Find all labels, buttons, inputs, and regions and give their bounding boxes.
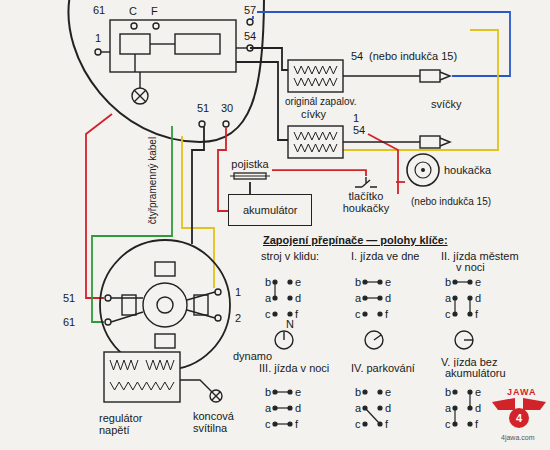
contact-letter: a (444, 402, 452, 414)
part-label: regulátor napětí (98, 412, 164, 436)
terminal-number: 1 (352, 112, 360, 124)
switch-contacts (273, 280, 472, 426)
contact-letter: f (384, 308, 389, 320)
part-label: I. jízda ve dne (350, 250, 421, 262)
voltage-regulator (104, 352, 222, 402)
button-symbol (353, 176, 379, 190)
terminal-number: 1 (94, 32, 102, 44)
watermark: 4jawa.com (500, 434, 535, 442)
contact-letter: e (474, 386, 482, 398)
headlight-housing (68, 0, 264, 142)
contact-letter: f (384, 418, 389, 430)
contact-letter: f (474, 418, 479, 430)
horn: houkačka (405, 152, 491, 188)
terminal-number: 2 (234, 312, 242, 324)
logo-text: JAWA (506, 388, 538, 398)
contact-letter: d (384, 402, 392, 414)
part-label: dynamo (232, 350, 273, 362)
terminal-number: 54 (350, 50, 364, 62)
jawa-logo (492, 398, 546, 428)
key-dials (275, 331, 473, 349)
terminal-number: 54 (243, 30, 257, 42)
contact-letter: e (474, 276, 482, 288)
fuse-symbol (230, 170, 270, 182)
terminal-number: 61 (92, 4, 106, 16)
part-label: akumulátor (243, 204, 297, 216)
contact-letter: f (474, 308, 479, 320)
cable-label: čtyřpramenný kabel (147, 135, 158, 224)
section-heading: Zapojení přepínače — polohy klíče: (262, 234, 449, 246)
part-label: tlačítko houkačky (336, 190, 396, 214)
contact-letter: e (294, 276, 302, 288)
terminal-number: 57 (243, 4, 257, 16)
contact-letter: a (354, 292, 362, 304)
wire-connector (272, 170, 366, 176)
contact-letter: b (444, 276, 452, 288)
part-label: pojistka (231, 158, 268, 170)
terminal-number: 54 (352, 124, 366, 136)
fuse: pojistka (228, 158, 272, 182)
horn-button: tlačítko houkačky (336, 176, 396, 214)
part-label: III. jízda v noci (258, 362, 330, 374)
part-label: originál zapalov. (284, 96, 358, 107)
contact-letter: b (264, 276, 272, 288)
part-label: akumulátoru (444, 367, 507, 379)
terminal-number: 30 (220, 102, 234, 114)
contact-letter: a (264, 402, 272, 414)
terminal-number: 51 (62, 292, 76, 304)
contact-letter: d (294, 402, 302, 414)
contact-letter: a (264, 292, 272, 304)
terminal-number: 1 (234, 286, 242, 298)
part-label: stroj v klidu: (260, 250, 320, 262)
contact-letter: b (264, 386, 272, 398)
contact-letter: c (444, 308, 452, 320)
contact-letter: c (444, 418, 452, 430)
ignition-coils (288, 60, 420, 158)
part-label: v noci (455, 261, 486, 273)
part-label: koncová svítilna (192, 410, 254, 434)
contact-letter: c (264, 418, 272, 430)
cable-wires (86, 12, 510, 322)
terminal-number: 61 (62, 316, 76, 328)
terminal-letter: F (150, 5, 159, 17)
horn-symbol (405, 152, 441, 188)
part-label: cívky (300, 108, 327, 120)
logo-number: 4 (515, 412, 523, 424)
terminal-letter: C (128, 5, 138, 17)
contact-letter: d (384, 292, 392, 304)
terminal-number: 51 (196, 102, 210, 114)
part-label: (nebo indukča 15) (368, 50, 458, 62)
contact-letter: b (354, 386, 362, 398)
contact-letter: a (354, 402, 362, 414)
contact-letter: e (294, 386, 302, 398)
contact-letter: e (384, 386, 392, 398)
contact-letter: a (444, 292, 452, 304)
battery-box: akumulátor (228, 194, 312, 226)
wire-connector (249, 182, 251, 194)
contact-letter: d (294, 292, 302, 304)
contact-letter: d (474, 292, 482, 304)
contact-letter: b (444, 386, 452, 398)
contact-letter: c (354, 418, 362, 430)
contact-letter: f (294, 418, 299, 430)
dynamo-drawing (100, 240, 230, 370)
part-label: svíčky (430, 98, 463, 110)
terminal-letter: N (285, 318, 295, 330)
contact-letter: b (354, 276, 362, 288)
part-label: (nebo indukča 15) (410, 196, 492, 207)
contact-letter: d (474, 402, 482, 414)
wire-connector (396, 181, 405, 183)
contact-letter: c (354, 308, 362, 320)
contact-letter: c (264, 308, 272, 320)
contact-letter: e (384, 276, 392, 288)
part-label: houkačka (441, 164, 491, 176)
part-label: IV. parkování (350, 362, 416, 374)
